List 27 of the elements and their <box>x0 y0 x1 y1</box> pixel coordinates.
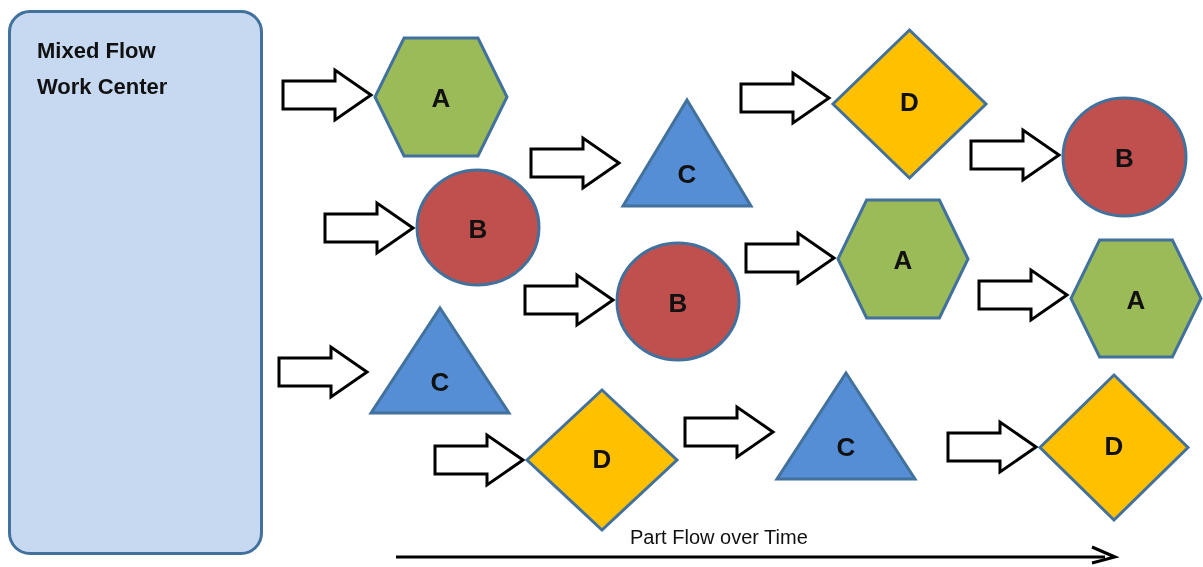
node-letter: C <box>677 161 697 188</box>
block-arrow <box>529 135 622 191</box>
node-letter: D <box>1104 433 1124 459</box>
node-letter: B <box>1115 145 1134 172</box>
block-arrow <box>683 404 776 460</box>
block-arrow <box>323 200 416 256</box>
node-letter: C <box>430 368 450 395</box>
block-arrow <box>433 432 526 488</box>
node-letter: D <box>592 446 612 472</box>
node-letter: A <box>893 247 913 274</box>
block-arrow <box>744 230 837 286</box>
node-letter: B <box>468 216 488 242</box>
node-letter: D <box>900 89 919 116</box>
box-title: Mixed Flow Work Center <box>37 37 169 101</box>
block-arrow <box>977 267 1070 323</box>
block-arrow <box>739 70 832 126</box>
block-arrow <box>281 67 374 123</box>
node-letter: B <box>668 289 688 316</box>
node-letter: A <box>1126 286 1146 313</box>
block-arrow <box>946 419 1039 475</box>
work-center-box <box>8 10 263 555</box>
node-letter: A <box>431 85 451 112</box>
block-arrow <box>969 127 1062 183</box>
node-letter: C <box>836 434 856 461</box>
block-arrow <box>277 344 370 400</box>
block-arrow <box>523 272 616 328</box>
axis-caption: Part Flow over Time <box>630 526 808 549</box>
